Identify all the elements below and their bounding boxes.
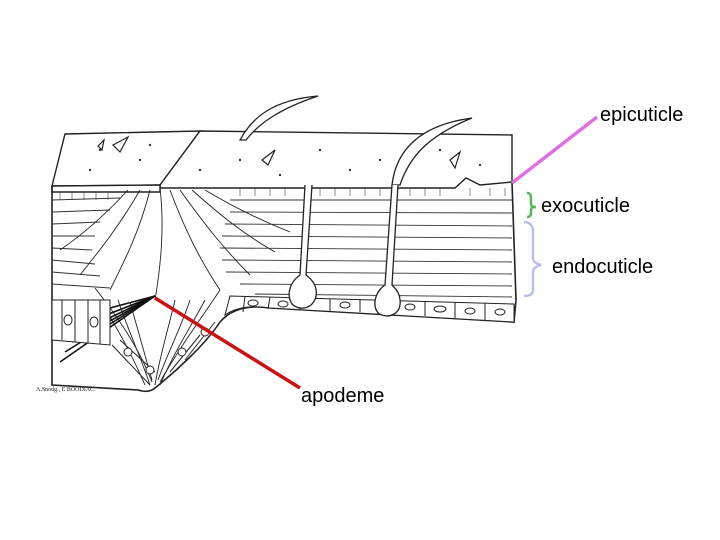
exocuticle-label: exocuticle	[541, 195, 630, 217]
seta-canal-1	[288, 184, 317, 309]
apodeme-label: apodeme	[301, 385, 385, 407]
exocuticle-striations	[59, 188, 506, 200]
endocuticle-lamellae	[51, 197, 513, 298]
seta-right	[391, 117, 473, 186]
surface-speckle	[88, 143, 482, 177]
cuticle-outline	[51, 181, 517, 393]
endocuticle-label: endocuticle	[552, 256, 654, 278]
setae	[238, 95, 473, 317]
illustrator-credit: A.Snodg., E BOODIAC.	[36, 387, 96, 393]
apodeme-pointer	[154, 296, 301, 390]
surface-front	[51, 184, 161, 193]
surface-right-top	[159, 130, 513, 189]
seta-canal-2	[374, 184, 401, 317]
seta-left	[238, 95, 319, 141]
endocuticle-brace	[523, 220, 542, 298]
exocuticle-brace	[526, 191, 537, 219]
epicuticle-pointer	[510, 115, 599, 185]
epicuticle-label: epicuticle	[600, 104, 684, 126]
surface-flecks	[97, 135, 462, 170]
